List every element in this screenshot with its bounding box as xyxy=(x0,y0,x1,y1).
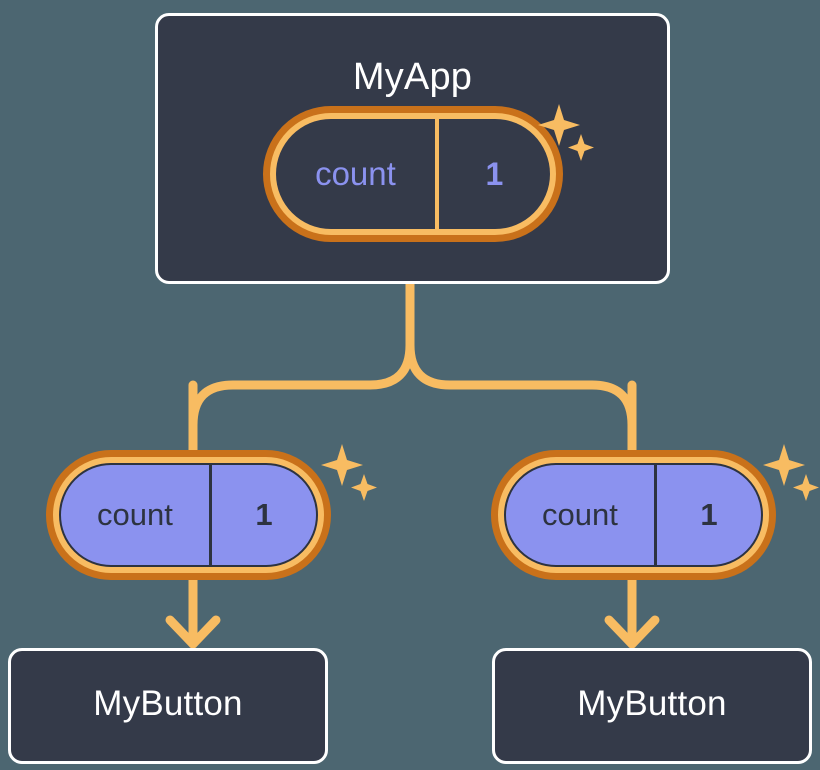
arrow-left xyxy=(165,573,221,649)
page-title: MyApp xyxy=(352,56,473,98)
state-pill-inner: count 1 xyxy=(276,119,550,229)
node-card-mybutton-right[interactable]: MyButton xyxy=(492,648,812,764)
node-card-mybutton-left[interactable]: MyButton xyxy=(8,648,328,764)
state-pill-child-left[interactable]: count 1 xyxy=(46,450,331,580)
state-key: count xyxy=(97,497,173,532)
state-pill-myapp[interactable]: count 1 xyxy=(263,106,563,242)
state-key: count xyxy=(315,155,396,192)
state-value: 1 xyxy=(208,465,316,565)
state-pill-inner: count 1 xyxy=(59,463,318,567)
state-pill-child-right[interactable]: count 1 xyxy=(491,450,776,580)
arrow-right xyxy=(604,573,660,649)
node-title: MyButton xyxy=(577,684,727,723)
state-value: 1 xyxy=(653,465,761,565)
node-title: MyButton xyxy=(93,684,243,723)
state-value: 1 xyxy=(434,119,550,229)
state-key: count xyxy=(542,497,618,532)
state-pill-inner: count 1 xyxy=(504,463,763,567)
